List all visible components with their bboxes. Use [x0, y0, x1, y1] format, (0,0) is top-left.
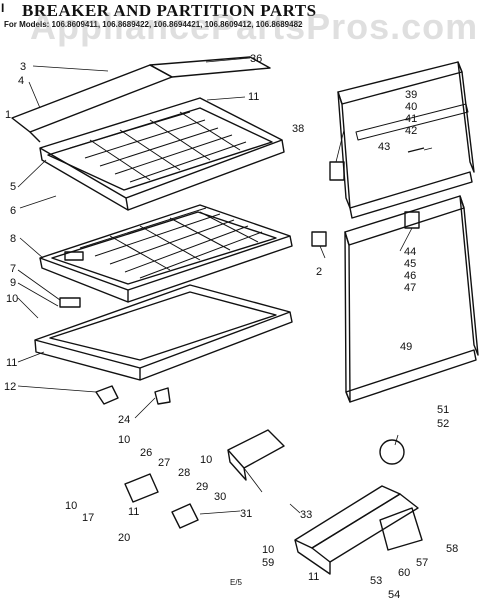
callout-36: 36 — [250, 53, 262, 65]
callout-40: 40 — [405, 101, 417, 113]
callout-1: 1 — [5, 109, 11, 121]
callout-51: 51 — [437, 404, 449, 416]
part-4-breaker-strip — [11, 56, 271, 143]
callout-33: 33 — [300, 509, 312, 521]
part-5-6-breaker-grid — [39, 97, 285, 211]
callout-11-a: 11 — [248, 91, 259, 103]
callout-9: 9 — [10, 277, 16, 289]
part-20-thermostat — [171, 503, 199, 529]
part-2-clip — [311, 231, 327, 247]
callout-5: 5 — [10, 181, 16, 193]
callout-43: 43 — [378, 141, 390, 153]
partition-bottom-panel — [34, 284, 293, 381]
callout-10-c: 10 — [200, 454, 212, 466]
callout-12: 12 — [4, 381, 16, 393]
part-51-light-bulb — [379, 439, 405, 465]
callout-28: 28 — [178, 467, 190, 479]
callout-49: 49 — [400, 341, 412, 353]
callout-46: 46 — [404, 270, 416, 282]
callout-29: 29 — [196, 481, 208, 493]
callout-42: 42 — [405, 125, 417, 137]
part-17-bracket — [124, 473, 159, 503]
callout-2: 2 — [316, 266, 322, 278]
door-trim-lower — [344, 195, 479, 403]
callout-11-d: 11 — [308, 571, 319, 583]
callout-4: 4 — [18, 75, 24, 87]
callout-3: 3 — [20, 61, 26, 73]
callout-52: 52 — [437, 418, 449, 430]
callout-53: 53 — [370, 575, 382, 587]
callout-10-d: 10 — [65, 500, 77, 512]
part-38-clip — [329, 161, 345, 181]
part-7-bracket — [59, 297, 81, 308]
callout-44: 44 — [404, 246, 416, 258]
callout-59: 59 — [262, 557, 274, 569]
callout-31: 31 — [240, 508, 252, 520]
model-numbers: For Models: 106.8609411, 106.8689422, 10… — [4, 20, 303, 29]
part-12-damper — [95, 385, 119, 405]
page-number: E/5 — [230, 578, 243, 587]
callout-26: 26 — [140, 447, 152, 459]
page-title: BREAKER AND PARTITION PARTS — [22, 1, 317, 20]
part-43-screw — [407, 147, 425, 153]
callout-30: 30 — [214, 491, 226, 503]
callout-45: 45 — [404, 258, 416, 270]
part-24-knob — [154, 387, 171, 405]
callout-47: 47 — [404, 282, 416, 294]
callout-labels: 1 2 3 4 5 6 7 8 9 10 10 10 10 10 11 11 1… — [4, 53, 458, 600]
callout-27: 27 — [158, 457, 170, 469]
callout-7: 7 — [10, 263, 16, 275]
callout-60: 60 — [398, 567, 410, 579]
callout-11-b: 11 — [6, 357, 17, 369]
callout-58: 58 — [446, 543, 458, 555]
callout-10-e: 10 — [262, 544, 274, 556]
callout-24: 24 — [118, 414, 130, 426]
callout-20: 20 — [118, 532, 130, 544]
part-28-control-housing — [227, 429, 285, 469]
callout-8: 8 — [10, 233, 16, 245]
callout-41: 41 — [405, 113, 417, 125]
door-trim-upper — [337, 61, 475, 219]
corner-mark: I — [1, 1, 5, 15]
callout-10-a: 10 — [6, 293, 18, 305]
part-8-partition-frame — [39, 204, 293, 303]
watermark: AppliancePartsPros.com — [30, 6, 479, 47]
callout-17: 17 — [82, 512, 94, 524]
callout-10-b: 10 — [118, 434, 130, 446]
callout-57: 57 — [416, 557, 428, 569]
callout-54: 54 — [388, 589, 400, 600]
callout-38: 38 — [292, 123, 304, 135]
callout-11-c: 11 — [128, 506, 139, 518]
callout-39: 39 — [405, 89, 417, 101]
callout-6: 6 — [10, 205, 16, 217]
